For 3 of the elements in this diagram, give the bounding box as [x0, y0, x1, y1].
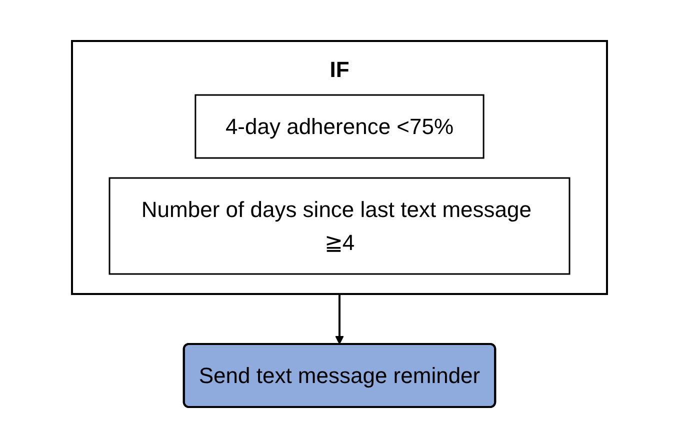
node-box: Number of days since last text message ≧4	[108, 177, 570, 275]
arrow	[335, 294, 344, 344]
node-box: 4-day adherence <75%	[194, 94, 484, 159]
